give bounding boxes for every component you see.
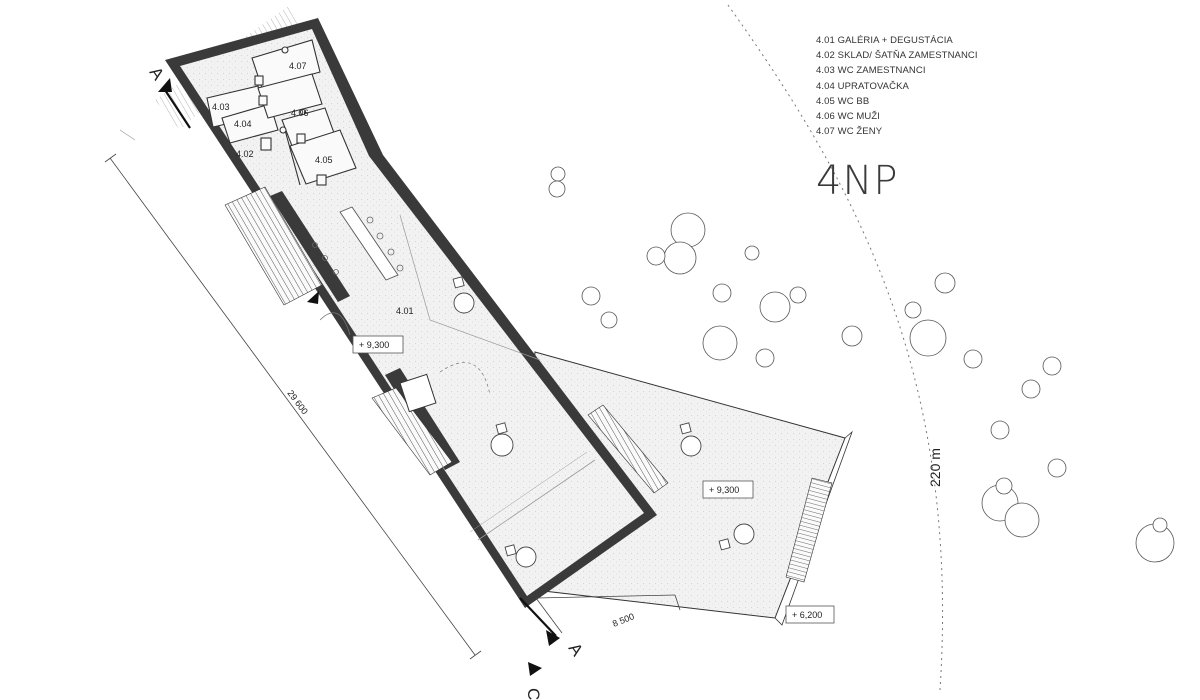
stair-external <box>785 477 833 583</box>
svg-text:+ 6,200: + 6,200 <box>792 610 822 620</box>
svg-text:C: C <box>524 688 543 700</box>
svg-text:A: A <box>146 63 168 84</box>
svg-text:A: A <box>565 639 587 660</box>
dimension-length <box>104 153 482 660</box>
contour-label: 220 m <box>927 448 943 487</box>
floor-title: 4NP <box>816 158 899 204</box>
dimension-width <box>535 594 681 634</box>
room-405: 4.05 <box>315 155 333 165</box>
stair-terrace <box>587 404 669 494</box>
legend-item: 4.01 GALÉRIA + DEGUSTÁCIA <box>816 35 953 46</box>
room-401: 4.01 <box>396 306 414 316</box>
section-mark-c: C <box>524 662 543 700</box>
room-407: 4.07 <box>289 61 307 71</box>
level-gallery: + 9,300 <box>352 335 404 354</box>
legend-item: 4.06 WC MUŽI <box>816 111 881 123</box>
service-rooms <box>206 39 357 186</box>
bar-counter <box>339 206 399 281</box>
legend-item: 4.05 WC BB <box>816 95 870 107</box>
level-terrace: + 9,300 <box>702 480 754 499</box>
contour-line <box>727 4 943 691</box>
svg-text:+ 9,300: + 9,300 <box>709 485 739 495</box>
legend-item: 4.02 SKLAD/ ŠATŇA ZAMESTNANCI <box>816 50 978 62</box>
room-402: 4.02 <box>236 149 254 159</box>
room-legend: 4.01 GALÉRIA + DEGUSTÁCIA 4.02 SKLAD/ ŠA… <box>816 33 978 139</box>
stair-upper <box>224 186 323 306</box>
stair-middle <box>371 387 453 476</box>
svg-text:+ 9,300: + 9,300 <box>359 340 389 350</box>
legend-item: 4.04 UPRATOVAČKA <box>816 80 909 92</box>
room-404: 4.04 <box>234 119 252 129</box>
tables <box>452 276 755 568</box>
room-403: 4.03 <box>212 102 230 112</box>
legend-item: 4.07 WC ŽENY <box>816 126 883 138</box>
legend-item: 4.03 WC ZAMESTNANCI <box>816 65 926 77</box>
room-406: 4.06 <box>291 108 309 118</box>
section-mark-bottom: A <box>519 597 587 660</box>
trees <box>548 166 1175 563</box>
main-building <box>165 18 833 608</box>
level-lower: + 6,200 <box>785 605 835 624</box>
dimension-width-text: 8 500 <box>611 611 636 629</box>
